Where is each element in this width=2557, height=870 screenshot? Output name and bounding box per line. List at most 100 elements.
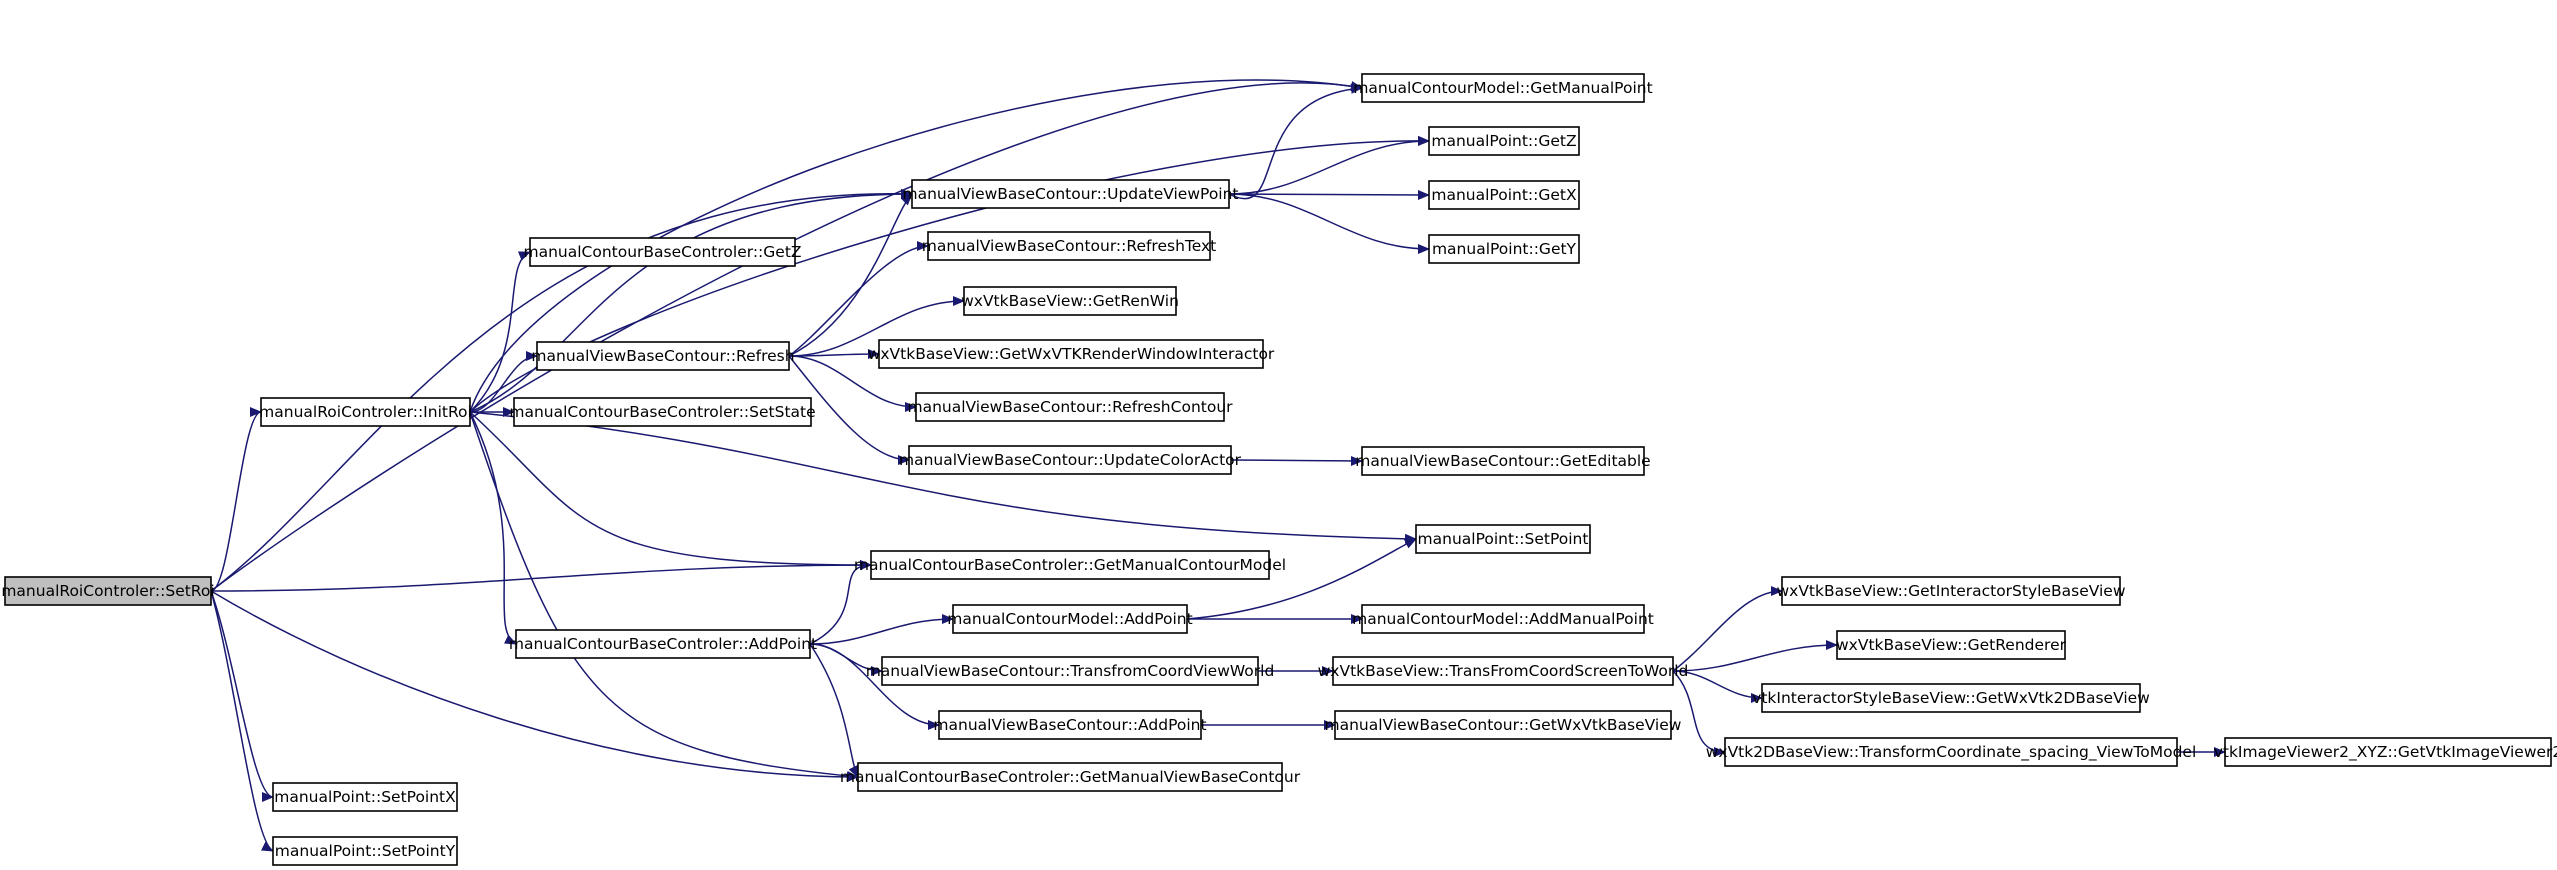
node-box[interactable] [1781,576,2121,606]
node-mp_setpointx[interactable]: manualPoint::SetPointX [272,782,458,812]
node-label: manualViewBaseContour::GetEditable [1355,452,1650,470]
node-box[interactable] [1761,683,2141,713]
node-vbc_transfromcoord[interactable]: manualViewBaseContour::TransfromCoordVie… [866,656,1275,686]
node-wx_getrenwin[interactable]: wxVtkBaseView::GetRenWin [961,286,1179,316]
node-box[interactable] [1415,524,1591,554]
node-label: manualRoiControler::SetRoi [1,582,214,600]
node-mp_getx[interactable]: manualPoint::GetX [1428,180,1580,210]
node-cbc_addpoint[interactable]: manualContourBaseControler::AddPoint [509,629,817,659]
edge-cbc_addpoint-to-vbc_addpoint [809,643,940,730]
node-box[interactable] [536,341,790,371]
node-label: manualPoint::SetPointY [275,842,456,860]
node-cbc_setstate[interactable]: manualContourBaseControler::SetState [509,397,816,427]
node-box[interactable] [260,397,471,427]
edge-initroi-to-cm_getmanualpoint [469,79,1363,413]
node-box[interactable] [1332,656,1674,686]
node-box[interactable] [1334,710,1672,740]
node-box[interactable] [870,550,1270,580]
node-cbc_getmanualviewbasecontour[interactable]: manualContourBaseControler::GetManualVie… [840,762,1301,792]
node-box[interactable] [927,231,1211,261]
node-label: manualViewBaseContour::AddPoint [933,716,1206,734]
node-box[interactable] [515,629,811,659]
node-box[interactable] [529,237,796,267]
node-box[interactable] [878,339,1264,369]
node-box[interactable] [1361,446,1645,476]
node-label: manualPoint::SetPoint [1418,530,1589,548]
edge-vbc_updateviewpoint-to-mp_getz [1228,136,1430,195]
node-vbc_addpoint[interactable]: manualViewBaseContour::AddPoint [933,710,1207,740]
node-label: manualContourBaseControler::AddPoint [509,635,817,653]
node-box[interactable] [881,656,1259,686]
edge-initroi-to-cbc_getz [469,251,531,413]
edge-cm_addpoint-to-mp_setpoint [1186,538,1417,620]
node-vbc_updatecoloractor[interactable]: manualViewBaseContour::UpdateColorActor [899,445,1242,475]
node-box[interactable] [1428,180,1580,210]
node-box[interactable] [915,392,1225,422]
node-box[interactable] [1724,737,2178,767]
node-label: manualPoint::GetZ [1431,132,1576,150]
node-label: manualViewBaseContour::RefreshText [922,237,1217,255]
node-vbc_refresh[interactable]: manualViewBaseContour::Refresh [531,341,795,371]
node-box[interactable] [2224,737,2552,767]
node-box[interactable] [1836,630,2066,660]
node-initroi[interactable]: manualRoiControler::InitRoi [259,397,472,427]
edge-wx_transfromcoord-to-wx2d_transformcoord [1672,670,1726,757]
node-label: wxVtkBaseView::GetRenWin [961,292,1179,310]
nodes: manualRoiControler::SetRoi manualRoiContr… [1,73,2557,866]
node-vbc_refreshcontour[interactable]: manualViewBaseContour::RefreshContour [907,392,1233,422]
edge-initroi-to-vbc_refresh [469,351,538,413]
node-box[interactable] [1428,234,1580,264]
edge-cbc_addpoint-to-cbc_getmanualviewbasecontour [809,643,859,778]
node-box[interactable] [963,286,1177,316]
node-mp_gety[interactable]: manualPoint::GetY [1428,234,1580,264]
node-label: manualViewBaseContour::Refresh [531,347,794,365]
edge-vbc_refresh-to-wx_getrenwin [788,296,965,357]
node-vbc_getwxvtkbaseview[interactable]: manualViewBaseContour::GetWxVtkBaseView [1325,710,1682,740]
node-wx2d_transformcoord[interactable]: wxVtk2DBaseView::TransformCoordinate_spa… [1706,737,2197,767]
node-vbc_updateviewpoint[interactable]: manualViewBaseContour::UpdateViewPoint [902,179,1239,209]
node-box[interactable] [272,836,458,866]
node-box[interactable] [911,179,1230,209]
node-label: manualContourBaseControler::GetZ [523,243,801,261]
node-box[interactable] [908,445,1232,475]
node-mp_getz[interactable]: manualPoint::GetZ [1428,126,1580,156]
node-wx_transfromcoord[interactable]: wxVtkBaseView::TransFromCoordScreenToWor… [1318,656,1689,686]
edge-vbc_updateviewpoint-to-cm_getmanualpoint [1228,83,1363,200]
node-cbc_getz[interactable]: manualContourBaseControler::GetZ [523,237,802,267]
node-mp_setpoint[interactable]: manualPoint::SetPoint [1415,524,1591,554]
node-wx_getrenderer[interactable]: wxVtkBaseView::GetRenderer [1836,630,2067,660]
edge-cbc_addpoint-to-cbc_getmanualcontourmodel [809,560,872,645]
node-wx_getinteractorstyle[interactable]: wxVtkBaseView::GetInteractorStyleBaseVie… [1776,576,2126,606]
node-cm_addpoint[interactable]: manualContourModel::AddPoint [947,604,1193,634]
node-cm_addmanualpoint[interactable]: manualContourModel::AddManualPoint [1352,604,1654,634]
node-vbc_refreshtext[interactable]: manualViewBaseContour::RefreshText [922,231,1217,261]
node-box[interactable] [952,604,1188,634]
edge-vbc_refresh-to-vbc_refreshcontour [788,355,917,412]
node-box[interactable] [1361,604,1645,634]
node-cm_getmanualpoint[interactable]: manualContourModel::GetManualPoint [1353,73,1653,103]
node-mp_setpointy[interactable]: manualPoint::SetPointY [272,836,458,866]
edges [210,79,2226,852]
node-label: manualRoiControler::InitRoi [259,403,472,421]
node-label: manualContourBaseControler::SetState [509,403,815,421]
node-box[interactable] [4,576,212,606]
node-label: manualContourBaseControler::GetManualVie… [840,768,1301,786]
node-box[interactable] [857,762,1283,792]
node-box[interactable] [1361,73,1645,103]
node-box[interactable] [938,710,1202,740]
node-box[interactable] [272,782,458,812]
node-label: manualPoint::GetX [1431,186,1577,204]
node-vbc_geteditable[interactable]: manualViewBaseContour::GetEditable [1355,446,1651,476]
node-wx_getinteractor[interactable]: wxVtkBaseView::GetWxVTKRenderWindowInter… [868,339,1275,369]
node-isbv_getwxvtk2d[interactable]: vtkInteractorStyleBaseView::GetWxVtk2DBa… [1752,683,2150,713]
node-box[interactable] [513,397,812,427]
node-label: manualViewBaseContour::GetWxVtkBaseView [1325,716,1682,734]
node-iv_getvtkimageviewer[interactable]: vtkImageViewer2_XYZ::GetVtkImageViewer2 [2214,737,2557,767]
edge-vbc_refresh-to-vbc_updatecoloractor [788,355,910,465]
node-box[interactable] [1428,126,1580,156]
node-label: manualPoint::GetY [1432,240,1577,258]
node-setroi[interactable]: manualRoiControler::SetRoi [1,576,215,606]
edge-vbc_updateviewpoint-to-mp_gety [1228,193,1430,254]
node-cbc_getmanualcontourmodel[interactable]: manualContourBaseControler::GetManualCon… [854,550,1286,580]
